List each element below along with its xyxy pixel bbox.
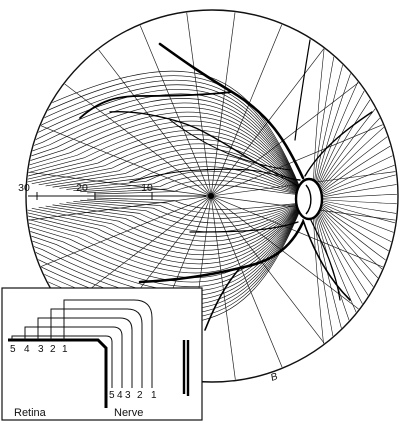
fiber-layer-inset: 5 4 3 2 1 5 4 3 2 1 xyxy=(1,287,203,421)
retina-layer-1: 1 xyxy=(62,344,68,355)
nerve-layer-1: 1 xyxy=(151,390,157,401)
nerve-layer-2: 2 xyxy=(137,390,143,401)
nerve-layer-5: 5 xyxy=(109,390,115,401)
retina-layer-2: 2 xyxy=(50,344,56,355)
retina-layer-3: 3 xyxy=(38,344,44,355)
nerve-caption: Nerve xyxy=(114,407,143,419)
retinal-vessels xyxy=(79,39,373,331)
optic-disc xyxy=(294,177,324,221)
eccentricity-label-20: 20 xyxy=(76,182,88,194)
retina-layer-5: 5 xyxy=(10,344,16,355)
eccentricity-scale: 30 20 10 xyxy=(18,182,206,200)
retina-layer-4: 4 xyxy=(24,344,30,355)
inset-layer-lines xyxy=(11,299,153,388)
nerve-layer-3: 3 xyxy=(125,390,131,401)
eccentricity-label-30: 30 xyxy=(18,182,30,194)
fovea-center xyxy=(208,193,214,199)
nerve-layer-4: 4 xyxy=(117,390,123,401)
arcuate-nerve-fibers xyxy=(27,70,304,324)
eccentricity-label-10: 10 xyxy=(141,182,153,194)
artist-mark: B xyxy=(269,371,279,384)
retina-caption: Retina xyxy=(14,407,47,419)
